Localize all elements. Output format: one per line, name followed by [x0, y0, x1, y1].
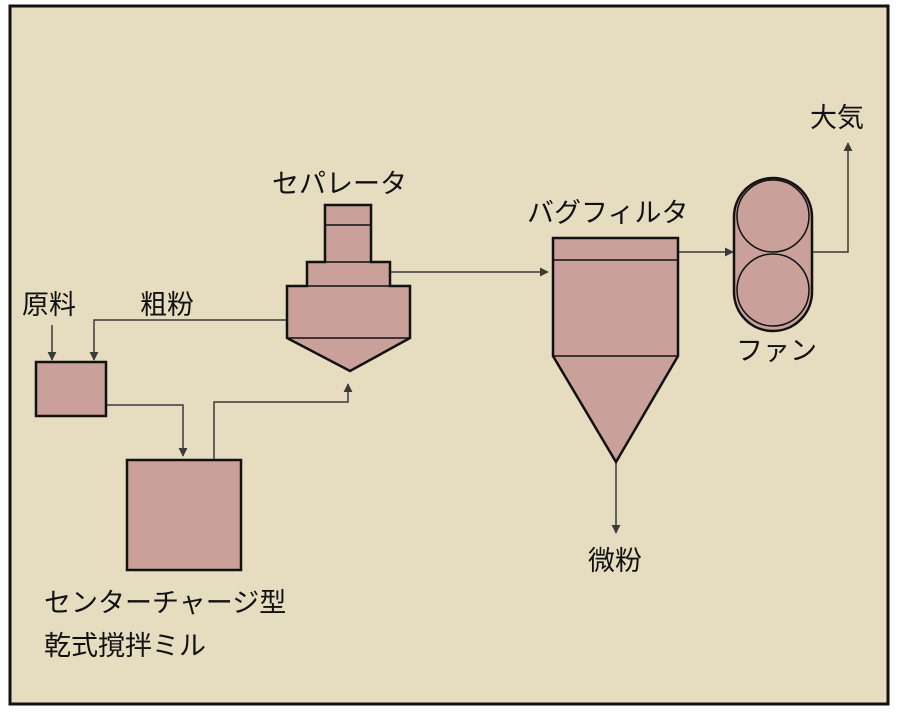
mill-to-separator-line — [213, 383, 353, 460]
atmosphere-label: 大気 — [810, 103, 864, 134]
mill-name-line2: 乾式撹拌ミル — [44, 631, 206, 662]
raw-material-feeder — [34, 360, 108, 418]
feeder-to-mill-line — [106, 404, 188, 457]
bag-filter-body — [551, 236, 680, 465]
diagram-frame — [8, 4, 890, 706]
fan — [732, 176, 814, 333]
separator-body — [285, 203, 412, 373]
fan-to-atmosphere-line — [812, 142, 853, 253]
raw-material-label: 原料 — [22, 290, 76, 321]
separator-label: セパレータ — [272, 169, 407, 200]
fan-label: ファン — [736, 336, 817, 367]
flow-lines — [47, 142, 853, 534]
coarse-powder-return-line — [89, 319, 288, 361]
fan-rotor-lower — [736, 253, 810, 327]
bag-filter-label: バグフィルタ — [527, 198, 688, 229]
separator — [285, 203, 412, 373]
coarse-powder-label: 粗粉 — [140, 290, 194, 321]
bag-filter — [551, 236, 680, 465]
fan-rotor-upper — [736, 179, 810, 253]
agitation-mill — [125, 458, 243, 572]
fine-powder-label: 微粉 — [588, 546, 642, 577]
mill-name-line1: センターチャージ型 — [44, 588, 286, 619]
